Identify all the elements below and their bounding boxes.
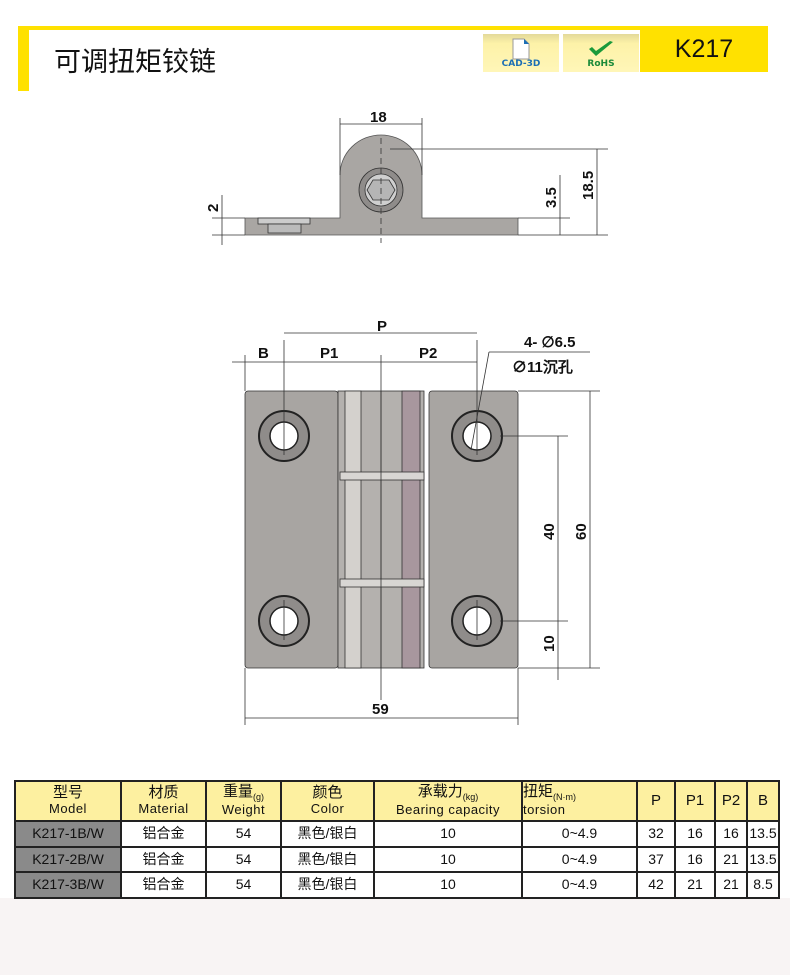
- dim-height-18-5: 18.5: [580, 171, 597, 200]
- cell-p: 32: [636, 820, 676, 848]
- dim-thickness-2: 2: [205, 204, 222, 212]
- cell-bearing: 10: [373, 871, 523, 899]
- cell-b: 13.5: [746, 820, 780, 848]
- cell-weight: 54: [205, 845, 282, 873]
- rohs-label: RoHS: [587, 59, 615, 69]
- cell-b: 13.5: [746, 845, 780, 873]
- dim-width-18: 18: [370, 109, 387, 126]
- cell-weight: 54: [205, 820, 282, 848]
- col-p2: P2: [714, 780, 748, 822]
- dim-counterbore: ∅11沉孔: [512, 358, 573, 376]
- dim-b: B: [258, 345, 269, 362]
- cell-bearing: 10: [373, 845, 523, 873]
- header-accent-bar: [18, 26, 29, 91]
- cell-weight: 54: [205, 871, 282, 899]
- cell-color: 黑色/银白: [280, 871, 375, 899]
- table-row: K217-2B/W 铝合金 54 黑色/银白 10 0~4.9 37 16 21…: [14, 845, 780, 873]
- cell-b: 8.5: [746, 871, 780, 899]
- cell-p2: 21: [714, 871, 748, 899]
- header-accent-line: [18, 26, 640, 30]
- cad-3d-badge[interactable]: CAD-3D: [483, 34, 559, 72]
- model-number: K217: [640, 26, 768, 72]
- cell-p: 37: [636, 845, 676, 873]
- cell-model: K217-2B/W: [14, 845, 122, 873]
- cell-color: 黑色/银白: [280, 820, 375, 848]
- cell-p1: 16: [674, 845, 716, 873]
- dim-height-3-5: 3.5: [543, 187, 560, 208]
- dim-height-60: 60: [573, 523, 590, 540]
- cell-torsion: 0~4.9: [521, 845, 638, 873]
- cell-material: 铝合金: [120, 845, 207, 873]
- dim-hole-diameter: 4- ∅6.5: [524, 334, 575, 351]
- cell-torsion: 0~4.9: [521, 871, 638, 899]
- col-b: B: [746, 780, 780, 822]
- col-weight: 重量(g)Weight: [205, 780, 282, 822]
- rohs-badge[interactable]: RoHS: [563, 34, 639, 72]
- col-p: P: [636, 780, 676, 822]
- cell-p2: 21: [714, 845, 748, 873]
- cell-model: K217-3B/W: [14, 871, 122, 899]
- cad-3d-label: CAD-3D: [501, 59, 541, 69]
- table-row: K217-3B/W 铝合金 54 黑色/银白 10 0~4.9 42 21 21…: [14, 871, 780, 899]
- checkmark-icon: [589, 41, 613, 56]
- dim-p2: P2: [419, 345, 437, 362]
- dim-edge-10: 10: [541, 635, 558, 652]
- dim-p: P: [377, 318, 387, 335]
- cell-p: 42: [636, 871, 676, 899]
- front-view: [232, 332, 600, 725]
- dim-p1: P1: [320, 345, 338, 362]
- dim-hole-spacing-40: 40: [541, 523, 558, 540]
- col-torsion: 扭矩(N·m)torsion: [521, 780, 638, 822]
- cell-model: K217-1B/W: [14, 820, 122, 848]
- side-view: [212, 118, 608, 245]
- cell-p1: 21: [674, 871, 716, 899]
- col-bearing: 承载力(kg)Bearing capacity: [373, 780, 523, 822]
- page-title: 可调扭矩铰链: [54, 47, 216, 78]
- cell-p2: 16: [714, 820, 748, 848]
- technical-drawing: 18 18.5 3.5 2 P B P1 P2 4- ∅6.5 ∅11沉孔 4: [205, 109, 608, 725]
- cell-color: 黑色/银白: [280, 845, 375, 873]
- cell-material: 铝合金: [120, 871, 207, 899]
- cell-bearing: 10: [373, 820, 523, 848]
- dim-width-59: 59: [372, 701, 389, 718]
- table-row: K217-1B/W 铝合金 54 黑色/银白 10 0~4.9 32 16 16…: [14, 820, 780, 848]
- col-p1: P1: [674, 780, 716, 822]
- cell-p1: 16: [674, 820, 716, 848]
- footer-band: [0, 898, 790, 975]
- document-icon: [512, 38, 530, 60]
- cell-material: 铝合金: [120, 820, 207, 848]
- cell-torsion: 0~4.9: [521, 820, 638, 848]
